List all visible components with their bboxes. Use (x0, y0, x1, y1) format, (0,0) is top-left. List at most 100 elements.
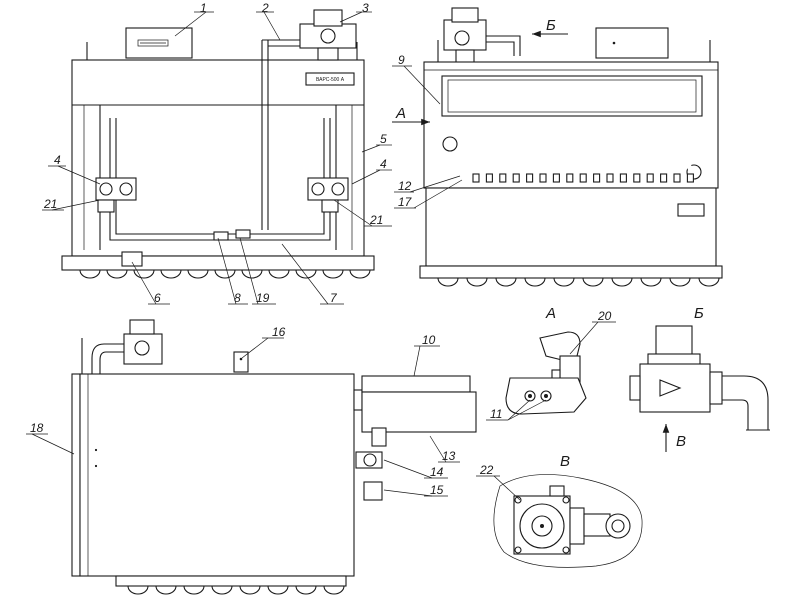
callout-5: 5 (380, 132, 387, 146)
rear-nozzle-row (437, 277, 720, 287)
burner-tube-inner (146, 127, 163, 169)
nozzle-clip (539, 173, 547, 183)
callout-15: 15 (430, 483, 444, 497)
callout-14: 14 (430, 465, 444, 479)
nozzle-clip (512, 173, 520, 183)
nozzle-bump (698, 277, 720, 287)
burner-tube-inner (515, 131, 532, 173)
burner-tube-inner (212, 127, 229, 169)
callout-12: 12 (398, 179, 412, 193)
detail-b-direction: В (676, 433, 686, 450)
nozzle-clip (633, 173, 641, 183)
rear-gas-valve (443, 7, 521, 65)
burner-tube-inner (501, 131, 519, 173)
nozzle-clip (606, 173, 614, 183)
nozzle-bump (106, 269, 128, 279)
burner-tube-inner (461, 131, 479, 173)
burner-tube-inner (475, 131, 492, 173)
nozzle-clip (472, 173, 480, 183)
nozzle-bump (323, 585, 345, 595)
nozzle-bump (268, 269, 290, 279)
callout-6: 6 (154, 291, 161, 305)
nozzle-bump (553, 277, 575, 287)
burner-tube-inner (225, 127, 242, 169)
callout-22: 22 (479, 463, 494, 477)
burner-tube-inner (119, 127, 137, 169)
rear-view (419, 7, 723, 287)
rear-callouts: 9 12 17 А Б (392, 17, 568, 209)
nozzle-bump (187, 269, 209, 279)
nozzle-bump (466, 277, 488, 287)
nozzle-clip (673, 173, 681, 183)
burner-tube-inner (622, 131, 640, 173)
callout-1: 1 (200, 1, 207, 15)
detail-a: А 20 11 (486, 305, 616, 421)
nozzle-bump (214, 269, 236, 279)
nozzle-clip (552, 173, 560, 183)
callout-2: 2 (261, 1, 269, 15)
rear-burner-tubes (461, 131, 694, 183)
detail-v: В 22 (476, 453, 643, 568)
burner-tube-inner (555, 131, 573, 173)
nozzle-bump (239, 585, 261, 595)
pressure-switch-right (307, 177, 349, 213)
nozzle-row (79, 269, 371, 279)
nozzle-bump (133, 269, 155, 279)
nozzle-clip (660, 173, 668, 183)
nozzle-bump (669, 277, 691, 287)
view-marker-b: Б (546, 17, 556, 34)
burner-tube-inner (609, 131, 626, 173)
nozzle-bump (211, 585, 233, 595)
nozzle-bump (437, 277, 459, 287)
pressure-switch-left (95, 177, 137, 213)
burner-tube-inner (264, 127, 282, 169)
nozzle-clip (619, 173, 627, 183)
burner-tube-inner (528, 131, 546, 173)
burner-tube-inner (649, 131, 666, 173)
callout-7: 7 (330, 291, 338, 305)
callout-9: 9 (398, 53, 405, 67)
burner-tube-inner (132, 127, 150, 169)
nozzle-clip (646, 173, 654, 183)
nozzle-bump (322, 269, 344, 279)
callout-3: 3 (362, 1, 369, 15)
burner-tube-inner (198, 127, 216, 169)
nozzle-bump (295, 269, 317, 279)
side-callouts: 16 10 18 13 14 15 (26, 325, 460, 497)
detail-b-title: Б (694, 305, 704, 322)
detail-b: Б В (629, 305, 770, 452)
burner-tube-inner (238, 127, 256, 169)
nozzle-clip (485, 173, 493, 183)
nozzle-bump (495, 277, 517, 287)
nozzle-clip (579, 173, 587, 183)
callout-20: 20 (597, 309, 612, 323)
callout-4-left: 4 (54, 153, 61, 167)
side-gas-valve (91, 319, 163, 374)
callout-17: 17 (398, 195, 413, 209)
nozzle-bump (349, 269, 371, 279)
callout-10: 10 (422, 333, 436, 347)
burner-tube-inner (172, 127, 190, 169)
nozzle-bump (611, 277, 633, 287)
nozzle-clip (593, 173, 601, 183)
detail-a-title: А (545, 305, 556, 322)
nozzle-bump (582, 277, 604, 287)
callout-4-right: 4 (380, 157, 387, 171)
burner-tube-inner (251, 127, 269, 169)
nozzle-bump (79, 269, 101, 279)
callout-18: 18 (30, 421, 44, 435)
nozzle-clip (566, 173, 574, 183)
callout-21-left: 21 (43, 197, 57, 211)
model-plate: ВАРС-500 А (316, 77, 345, 83)
nozzle-bump (155, 585, 177, 595)
front-view: ВАРС-500 А (61, 9, 375, 279)
callout-13: 13 (442, 449, 456, 463)
callout-21-right: 21 (369, 213, 383, 227)
burner-tube-inner (662, 131, 680, 173)
nozzle-clip (499, 173, 507, 183)
nozzle-clip (526, 173, 534, 183)
callout-19: 19 (256, 291, 270, 305)
burner-tube-array (119, 127, 335, 169)
burner-tube-inner (291, 127, 308, 169)
nozzle-clip (686, 173, 694, 183)
